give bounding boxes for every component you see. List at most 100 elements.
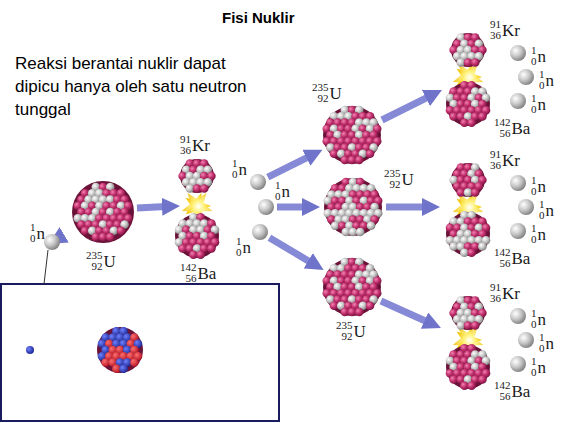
neutron-ball <box>510 356 526 372</box>
nucleus: 23592U <box>71 180 135 244</box>
particle-shape <box>258 199 274 215</box>
atomic-number: 92 <box>92 261 103 272</box>
nuclide-numbers: 9136 <box>490 19 501 41</box>
nucleon <box>117 226 126 235</box>
element-symbol: n <box>546 201 555 221</box>
particle-shape <box>250 174 266 190</box>
nuclide-label: 10n <box>539 199 554 221</box>
atomic-number: 0 <box>531 56 537 67</box>
mass-number: 142 <box>494 117 511 128</box>
particle-shape <box>174 213 220 259</box>
neutron-ball <box>518 199 534 215</box>
nucleus: 14256Ba <box>445 81 491 127</box>
neutron-arrow <box>269 238 311 263</box>
element-symbol: U <box>330 84 342 104</box>
mass-number: 1 <box>531 45 537 56</box>
element-symbol: n <box>538 47 547 67</box>
mass-number: 1 <box>232 158 238 169</box>
nucleus: 23592U <box>322 257 382 317</box>
nuclide-label: 23592U <box>312 82 342 104</box>
mass-number: 235 <box>336 320 353 331</box>
nucleus-core <box>324 178 382 236</box>
particle-shape <box>510 175 526 191</box>
nuclide-label: 9136Kr <box>490 282 520 304</box>
element-symbol: U <box>104 252 116 272</box>
inset-frame <box>1 284 279 421</box>
nucleus-core <box>446 345 490 389</box>
atomic-number: 0 <box>531 104 537 115</box>
nuclide-numbers: 10 <box>275 180 281 202</box>
atomic-number: 0 <box>531 186 537 197</box>
atomic-number: 0 <box>232 169 238 180</box>
nuclide-label: 10n <box>232 158 247 180</box>
atomic-number: 0 <box>30 233 36 244</box>
element-symbol: U <box>402 170 414 190</box>
particle-shape <box>445 344 491 390</box>
element-symbol: Ba <box>198 264 217 284</box>
nucleon <box>478 112 487 121</box>
description-text: Reaksi berantai nuklir dapat dipicu hany… <box>15 52 260 121</box>
inset-neutron <box>26 346 34 354</box>
element-symbol: Ba <box>512 382 531 402</box>
nuclide-label: 14256Ba <box>494 117 530 139</box>
mass-number: 91 <box>490 149 501 160</box>
mass-number: 1 <box>30 222 36 233</box>
nucleus: 9136Kr <box>450 32 486 68</box>
element-symbol: Kr <box>502 21 520 41</box>
mass-number: 1 <box>539 332 545 343</box>
nuclide-numbers: 14256 <box>494 117 511 139</box>
neutron: 10n <box>518 199 534 215</box>
particle-shape <box>450 32 486 68</box>
mass-number: 1 <box>539 69 545 80</box>
nucleon <box>478 375 487 384</box>
atomic-number: 0 <box>531 367 537 378</box>
nucleus: 14256Ba <box>174 213 220 259</box>
nucleon <box>471 321 480 330</box>
atomic-number: 0 <box>275 191 281 202</box>
atomic-number: 56 <box>500 391 511 402</box>
particle-shape <box>510 223 526 239</box>
nucleus: 23592U <box>322 105 382 165</box>
mass-number: 1 <box>236 236 242 247</box>
neutron: 10n <box>250 174 266 190</box>
leader-line <box>44 250 48 284</box>
nuclide-numbers: 10 <box>232 158 238 180</box>
mass-number: 1 <box>531 93 537 104</box>
element-symbol: n <box>546 334 555 354</box>
inset-nucleus <box>97 327 143 373</box>
nuclide-label: 10n <box>275 180 290 202</box>
nucleon <box>367 221 376 230</box>
nucleus: 9136Kr <box>450 295 486 331</box>
nuclide-label: 14256Ba <box>494 380 530 402</box>
nucleon <box>355 156 364 165</box>
nuclide-numbers: 9136 <box>490 149 501 171</box>
nucleus-core <box>72 181 134 243</box>
particle-shape <box>510 93 526 109</box>
mass-number: 142 <box>494 247 511 258</box>
neutron: 10n <box>258 199 274 215</box>
nuclide-label: 10n <box>531 45 546 67</box>
atomic-number: 36 <box>490 30 501 41</box>
nucleon <box>200 184 209 193</box>
neutron: 10n <box>518 332 534 348</box>
fission-arrow <box>386 204 426 211</box>
mass-number: 91 <box>490 282 501 293</box>
nuclide-label: 23592U <box>336 320 366 342</box>
nuclide-numbers: 10 <box>539 69 545 91</box>
atomic-number: 0 <box>531 319 537 330</box>
nucleon <box>471 188 480 197</box>
element-symbol: n <box>37 224 46 244</box>
nuclide-numbers: 14256 <box>494 247 511 269</box>
nucleon <box>119 364 128 373</box>
neutron: 10n <box>510 45 526 61</box>
element-symbol: n <box>538 358 547 378</box>
nuclide-label: 23592U <box>86 250 116 272</box>
atomic-number: 36 <box>490 160 501 171</box>
nuclide-numbers: 10 <box>531 45 537 67</box>
fission-arrow <box>381 301 428 322</box>
nucleus: 23592U <box>323 177 383 237</box>
element-symbol: n <box>239 160 248 180</box>
neutron-ball <box>510 93 526 109</box>
particle-shape <box>450 295 486 331</box>
nucleus: 14256Ba <box>445 211 491 257</box>
